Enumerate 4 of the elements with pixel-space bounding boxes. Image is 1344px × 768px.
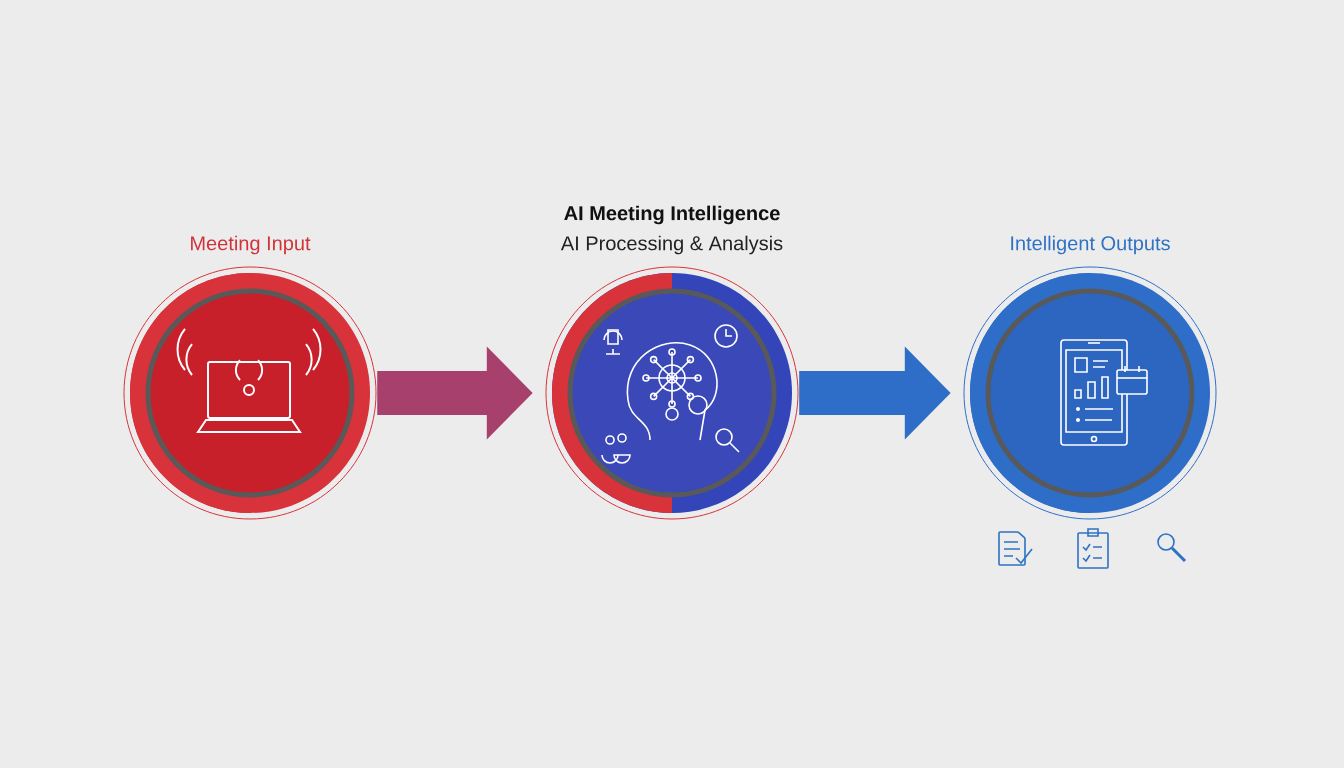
heading: Intelligent Outputs [1011,235,1170,255]
heading: AI Meeting Intelligence [564,205,780,225]
subheading: AI Processing & Analysis [560,235,783,255]
heading: Meeting Input [191,235,311,255]
